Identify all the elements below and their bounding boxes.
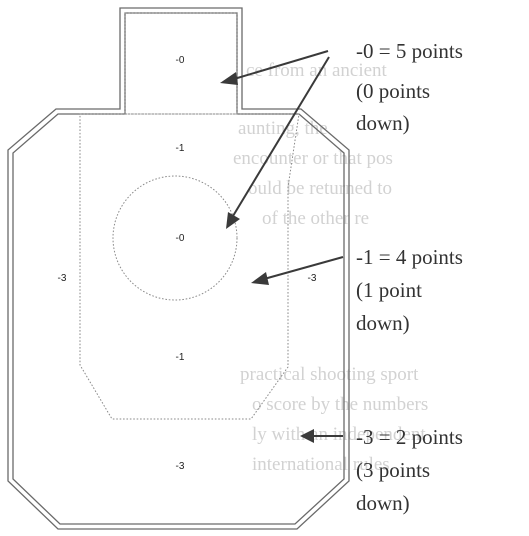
arrow-to-head — [233, 50, 329, 80]
zone-label-a-zone: -0 — [176, 233, 185, 244]
bg-text-line: ly with an independent — [252, 424, 426, 445]
arrow-head-icon — [300, 429, 314, 443]
legend-line: -3 = 2 points — [356, 425, 463, 449]
target-outer-border — [7, 7, 350, 530]
target-outline — [7, 7, 350, 530]
a-zone-line — [112, 175, 238, 301]
bg-text-line: practical shooting sport — [240, 364, 419, 385]
legend-line: -0 = 5 points — [356, 39, 463, 63]
bg-text-line: international rules. — [252, 454, 394, 475]
zone-label-upper: -1 — [176, 143, 185, 154]
scoring-zones — [79, 12, 300, 420]
c-zone-line — [79, 113, 300, 420]
background-bleed-text: ce from an ancient aunting, the encounte… — [233, 60, 428, 475]
zone-labels: -0 -1 -0 -3 -3 -1 -3 — [58, 55, 317, 472]
legend-entry: -1 = 4 points (1 point down) — [356, 245, 463, 335]
legend-line: (3 points — [356, 458, 430, 482]
target-inner-border — [12, 12, 345, 525]
legend-entry: -0 = 5 points (0 points down) — [356, 39, 463, 135]
bg-text-line: aunting, the — [238, 118, 328, 139]
zone-label-outer-left: -3 — [58, 273, 67, 284]
score-legend: -0 = 5 points (0 points down) -1 = 4 poi… — [356, 39, 463, 515]
bg-text-line: encounter or that pos — [233, 148, 393, 169]
arrow-head-icon — [251, 272, 269, 285]
zone-label-head: -0 — [176, 55, 185, 66]
bg-text-line: of the other re — [262, 208, 369, 229]
legend-line: down) — [356, 111, 410, 135]
legend-line: down) — [356, 311, 410, 335]
legend-line: -1 = 4 points — [356, 245, 463, 269]
zone-label-outer-right: -3 — [308, 273, 317, 284]
arrow-to-a-zone — [232, 56, 330, 217]
pointer-arrows — [220, 50, 344, 443]
arrow-head-icon — [220, 72, 238, 85]
legend-line: down) — [356, 491, 410, 515]
bg-text-line: ould be returned to — [248, 178, 392, 199]
head-zone-line — [124, 12, 238, 115]
zone-label-bottom: -3 — [176, 461, 185, 472]
bg-text-line: o score by the numbers — [252, 394, 428, 415]
arrow-head-icon — [226, 212, 240, 229]
legend-entry: -3 = 2 points (3 points down) — [356, 425, 463, 515]
zone-label-lower: -1 — [176, 352, 185, 363]
legend-line: (0 points — [356, 79, 430, 103]
legend-line: (1 point — [356, 278, 422, 302]
arrow-to-c-zone — [263, 256, 344, 280]
